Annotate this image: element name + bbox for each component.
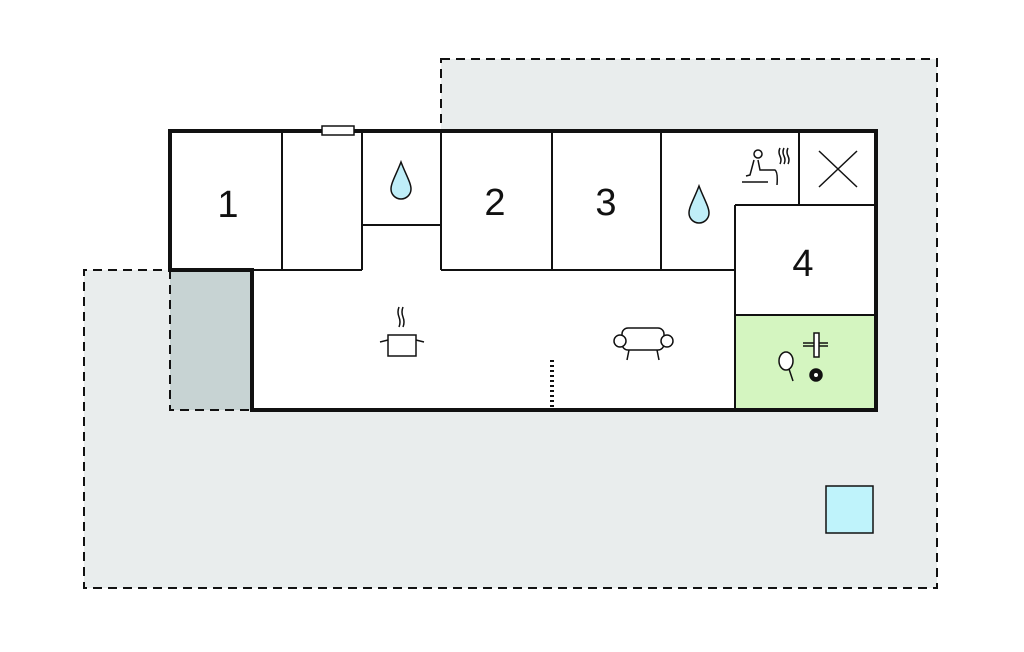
games-icon [778,332,828,382]
window [321,125,355,136]
outer-walls [168,129,878,412]
room-2-label: 2 [484,182,505,224]
room-3-label: 3 [595,182,616,224]
room-1-label: 1 [217,184,238,226]
interior-walls [252,131,876,410]
game-room [735,315,876,410]
cross-icon [818,150,858,188]
water-drop-icon [390,159,412,200]
covered-terrace [169,269,253,411]
sofa-icon [613,327,674,361]
room-4-label: 4 [792,243,813,285]
water-drop-icon [688,183,710,224]
cooking-pot-icon [379,306,425,357]
pool [825,485,874,534]
sauna-icon [742,147,790,186]
